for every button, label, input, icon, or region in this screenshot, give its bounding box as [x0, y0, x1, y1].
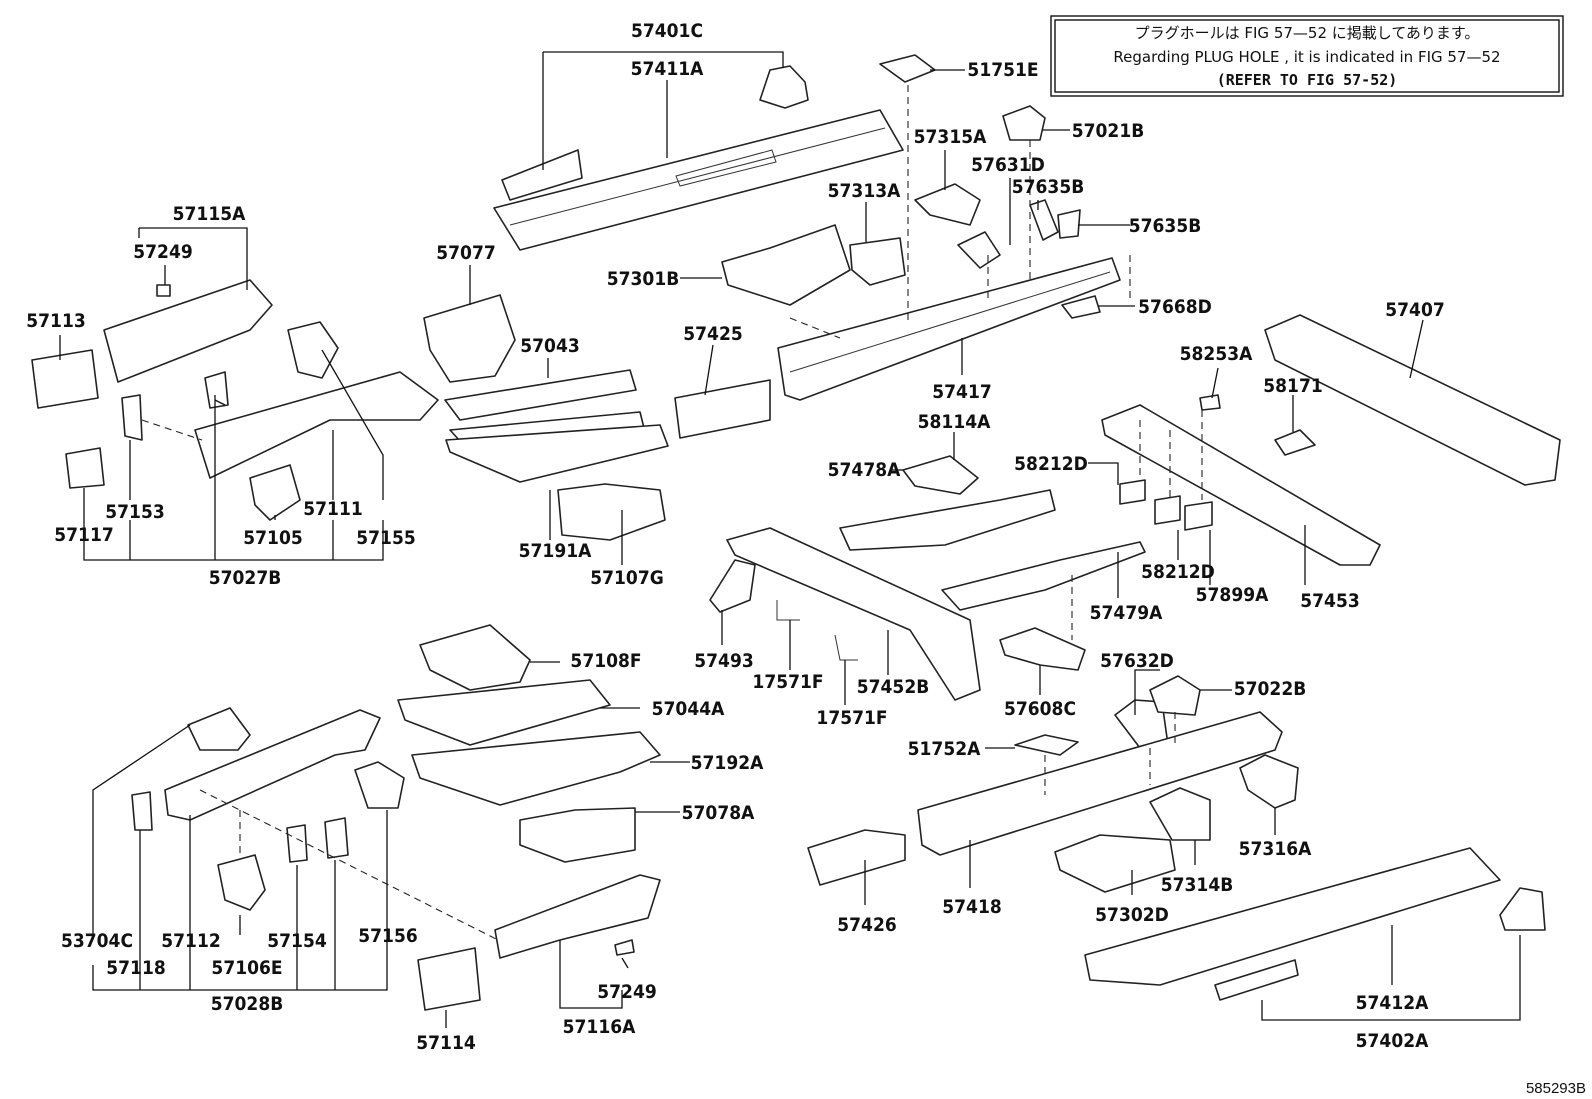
label-57111: 57111 — [303, 498, 362, 520]
label-57028B: 57028B — [211, 993, 284, 1015]
label-57899A: 57899A — [1196, 584, 1269, 606]
label-57412A: 57412A — [1356, 992, 1429, 1014]
label-57117: 57117 — [54, 524, 113, 546]
label-57077: 57077 — [436, 242, 495, 264]
label-57078A: 57078A — [682, 802, 755, 824]
label-57044A: 57044A — [652, 698, 725, 720]
label-57191A: 57191A — [519, 540, 592, 562]
label-57452B: 57452B — [857, 676, 930, 698]
label-57493: 57493 — [694, 650, 753, 672]
label-57635B-2: 57635B — [1129, 215, 1202, 237]
part-drawings — [31, 54, 1561, 1011]
label-57249-2: 57249 — [597, 981, 656, 1003]
label-57021B: 57021B — [1072, 120, 1145, 142]
label-57112: 57112 — [161, 930, 220, 952]
label-57118: 57118 — [106, 957, 165, 979]
note-line-2: Regarding PLUG HOLE , it is indicated in… — [1113, 48, 1500, 66]
label-57453: 57453 — [1300, 590, 1359, 612]
leader-lines — [59, 51, 1521, 1028]
label-57411A: 57411A — [631, 58, 704, 80]
label-57156: 57156 — [358, 925, 417, 947]
assembly-lines — [141, 85, 1203, 941]
label-57153: 57153 — [105, 501, 164, 523]
note-line-1: プラグホールは FIG 57—52 に掲載してあります。 — [1135, 24, 1480, 42]
label-57249-1: 57249 — [133, 241, 192, 263]
label-17571F-1: 17571F — [752, 671, 823, 693]
label-51751E: 51751E — [967, 59, 1038, 81]
label-57114: 57114 — [416, 1032, 476, 1054]
label-57316A: 57316A — [1239, 838, 1312, 860]
part-labels: 57401C 57411A 51751E 57021B 57315A 57631… — [26, 20, 1444, 1054]
label-58212D-2: 58212D — [1141, 561, 1215, 583]
label-57115A: 57115A — [173, 203, 246, 225]
label-51752A: 51752A — [908, 738, 981, 760]
label-58253A: 58253A — [1180, 343, 1253, 365]
label-57106E: 57106E — [211, 957, 282, 979]
label-57154: 57154 — [267, 930, 327, 952]
note-line-3: (REFER TO FIG 57-52) — [1217, 71, 1398, 89]
label-57022B: 57022B — [1234, 678, 1307, 700]
label-57635B-1: 57635B — [1012, 176, 1085, 198]
reference-note: プラグホールは FIG 57—52 に掲載してあります。 Regarding P… — [1050, 15, 1564, 97]
label-57315A: 57315A — [914, 126, 987, 148]
label-57425: 57425 — [683, 323, 742, 345]
label-57401C: 57401C — [631, 20, 703, 42]
label-57418: 57418 — [942, 896, 1001, 918]
label-57108F: 57108F — [570, 650, 641, 672]
label-58212D-1: 58212D — [1014, 453, 1088, 475]
label-17571F-2: 17571F — [816, 707, 887, 729]
label-53704C: 53704C — [61, 930, 133, 952]
label-57668D: 57668D — [1138, 296, 1212, 318]
label-57113: 57113 — [26, 310, 85, 332]
label-57192A: 57192A — [691, 752, 764, 774]
figure-reference-code: 585293B — [1526, 1080, 1586, 1097]
label-57402A: 57402A — [1356, 1030, 1429, 1052]
label-57314B: 57314B — [1161, 874, 1234, 896]
label-57302D: 57302D — [1095, 904, 1169, 926]
label-57426: 57426 — [837, 914, 896, 936]
label-57107G: 57107G — [590, 567, 664, 589]
label-57105: 57105 — [243, 527, 302, 549]
label-57632D: 57632D — [1100, 650, 1174, 672]
label-57478A: 57478A — [828, 459, 901, 481]
label-57155: 57155 — [356, 527, 415, 549]
label-58171: 58171 — [1263, 375, 1322, 397]
label-57479A: 57479A — [1090, 602, 1163, 624]
label-57116A: 57116A — [563, 1016, 636, 1038]
label-57027B: 57027B — [209, 567, 282, 589]
label-57313A: 57313A — [828, 180, 901, 202]
label-58114A: 58114A — [918, 411, 991, 433]
label-57631D: 57631D — [971, 154, 1045, 176]
label-57301B: 57301B — [607, 268, 680, 290]
label-57417: 57417 — [932, 381, 991, 403]
label-57608C: 57608C — [1004, 698, 1076, 720]
label-57407: 57407 — [1385, 299, 1444, 321]
label-57043: 57043 — [520, 335, 579, 357]
